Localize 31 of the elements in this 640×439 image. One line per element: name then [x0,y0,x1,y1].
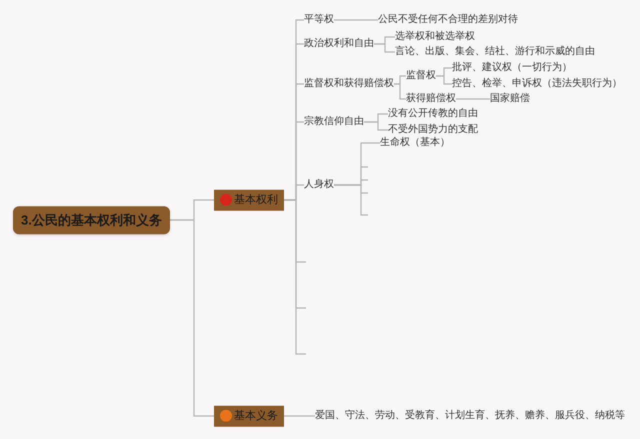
topic-text: 没有公开传教的自由 [388,108,478,120]
topic-text: 不受外国势力的支配 [388,124,478,136]
connector-line [284,415,315,417]
connector-line [456,98,490,100]
branch-topic-box [214,190,284,210]
topic-text: 政治权利和自由 [304,38,374,50]
branch-topic-box [214,406,284,426]
root-topic-box: 3.公民的基本权利和义务 [13,206,170,234]
topic-text: 国家赔偿 [490,93,530,105]
connector-line [394,83,406,100]
topic-text: 基本权利 [234,192,278,208]
topic-text: 批评、建议权（一切行为） [452,62,572,74]
topic-text: 生命权（基本） [380,137,450,149]
topic-text: 公民不受任何不合理的差别对待 [378,14,518,26]
topic-text: 监督权 [406,70,436,82]
connector-line [364,121,388,131]
topic-text: 爱国、守法、劳动、受教育、计划生育、抚养、赡养、服兵役、纳税等 [315,410,625,422]
topic-text: 平等权 [304,14,334,26]
topic-text: 选举权和被选举权 [395,31,475,43]
topic-text: 监督权和获得赔偿权 [304,78,394,90]
topic-text: 宗教信仰自由 [304,116,364,128]
topic-text: 人身权 [304,179,334,191]
connector-line [334,184,368,216]
topic-text: 获得赔偿权 [406,93,456,105]
topic-text: 控告、检举、申诉权（违法失职行为） [452,78,622,90]
topic-text: 基本义务 [234,408,278,424]
connector-line [170,219,214,417]
connector-line [334,19,378,21]
connector-line [374,43,395,53]
topic-text: 言论、出版、集会、结社、游行和示威的自由 [395,46,595,58]
connector-line [436,75,452,85]
